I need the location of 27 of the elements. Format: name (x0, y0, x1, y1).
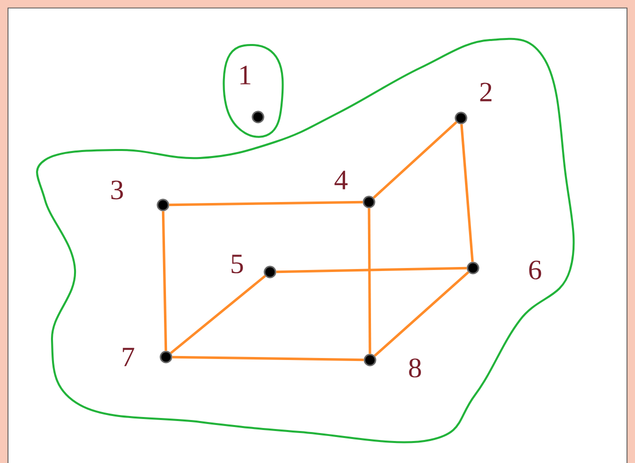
edge-line (170, 274, 266, 354)
vertex-dot (156, 198, 170, 212)
edge-line (276, 266, 467, 274)
vertex-dot (264, 266, 276, 278)
vertex-dot (454, 112, 468, 124)
vertex-dot (252, 110, 264, 124)
region-outline (222, 44, 284, 138)
edge-line (169, 200, 363, 206)
vertex-number: 5 (232, 254, 243, 274)
vertex-number: 4 (334, 170, 348, 190)
vertex-dot (466, 262, 480, 274)
edge-line (172, 356, 364, 362)
region-outline (36, 38, 575, 444)
edge-line (460, 124, 474, 262)
vertex-number: 6 (529, 260, 542, 280)
edge-line (368, 208, 372, 354)
vertex-number: 2 (480, 82, 492, 102)
vertex-dot (362, 196, 376, 208)
vertex-number: 8 (409, 358, 421, 378)
vertex-number: 7 (122, 348, 134, 366)
vertex-dot (364, 354, 376, 366)
vertex-dot (160, 350, 172, 364)
edge-line (372, 121, 458, 199)
vertex-number: 3 (111, 180, 123, 200)
edge-line (162, 211, 168, 351)
edge-line (374, 271, 470, 357)
vertex-number: 1 (240, 66, 250, 84)
